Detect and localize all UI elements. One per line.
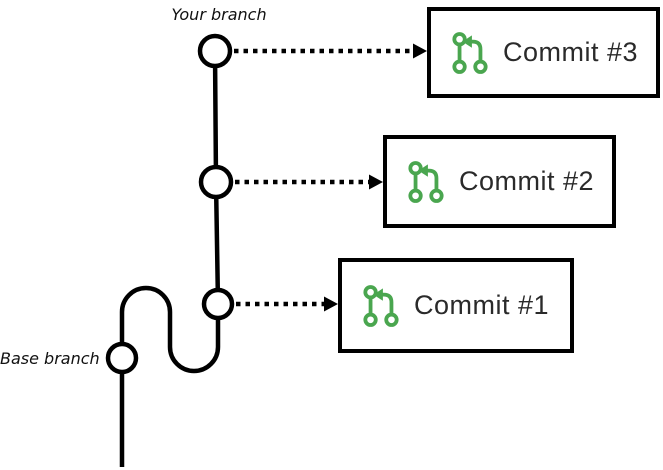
commit-label: Commit #1 (414, 290, 550, 320)
commit-label: Commit #2 (459, 166, 595, 196)
commit-node-1 (201, 287, 235, 321)
arrowhead-commit3-icon (413, 43, 427, 59)
commit-card-2: Commit #2 (383, 135, 616, 228)
git-pull-request-icon (363, 284, 399, 327)
commit-card-3: Commit #3 (427, 7, 660, 98)
commit-node-2 (198, 164, 234, 200)
arrowhead-commit2-icon (369, 174, 383, 190)
base-branch-node (105, 341, 139, 375)
your-branch-label: Your branch (171, 5, 267, 24)
commit-card-1: Commit #1 (338, 258, 574, 353)
commit-node-3 (197, 33, 233, 69)
merge-curve (119, 285, 221, 374)
base-branch-label: Base branch (0, 349, 100, 368)
commit-label: Commit #3 (503, 37, 639, 67)
arrowhead-commit1-icon (324, 296, 338, 312)
git-pull-request-icon (452, 31, 488, 74)
git-pull-request-icon (408, 160, 444, 203)
